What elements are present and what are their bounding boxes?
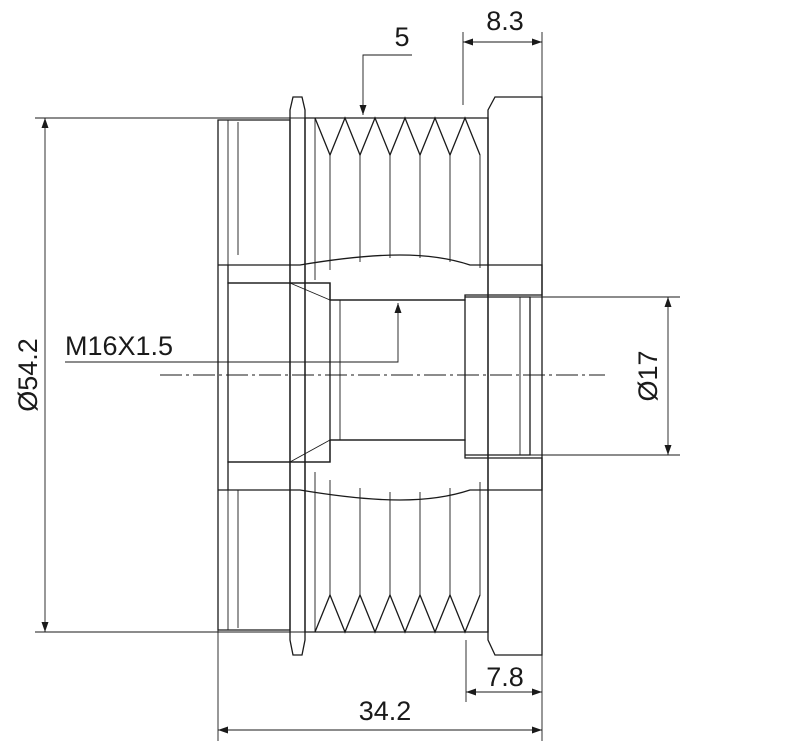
section-bottom <box>218 439 543 501</box>
label-thread: M16X1.5 <box>65 331 173 361</box>
label-outer-diameter: Ø54.2 <box>13 338 43 412</box>
label-bore-diameter: Ø17 <box>633 350 663 401</box>
section-top <box>218 254 543 301</box>
dim-overall-length: 34.2 <box>217 630 543 741</box>
label-flange-bottom: 7.8 <box>486 662 524 692</box>
dim-outer-diameter: Ø54.2 <box>13 117 305 633</box>
label-flange-top: 8.3 <box>486 6 524 36</box>
label-overall-length: 34.2 <box>359 696 412 726</box>
dim-flange-top: 8.3 <box>462 6 543 105</box>
dim-thread: M16X1.5 <box>65 303 402 363</box>
label-groove-count: 5 <box>394 22 409 52</box>
dim-groove-count: 5 <box>359 22 412 115</box>
pulley-body <box>217 96 543 656</box>
grooves-top <box>314 116 481 634</box>
dim-bore-diameter: Ø17 <box>530 296 680 456</box>
dim-flange-bottom: 7.8 <box>465 640 542 702</box>
